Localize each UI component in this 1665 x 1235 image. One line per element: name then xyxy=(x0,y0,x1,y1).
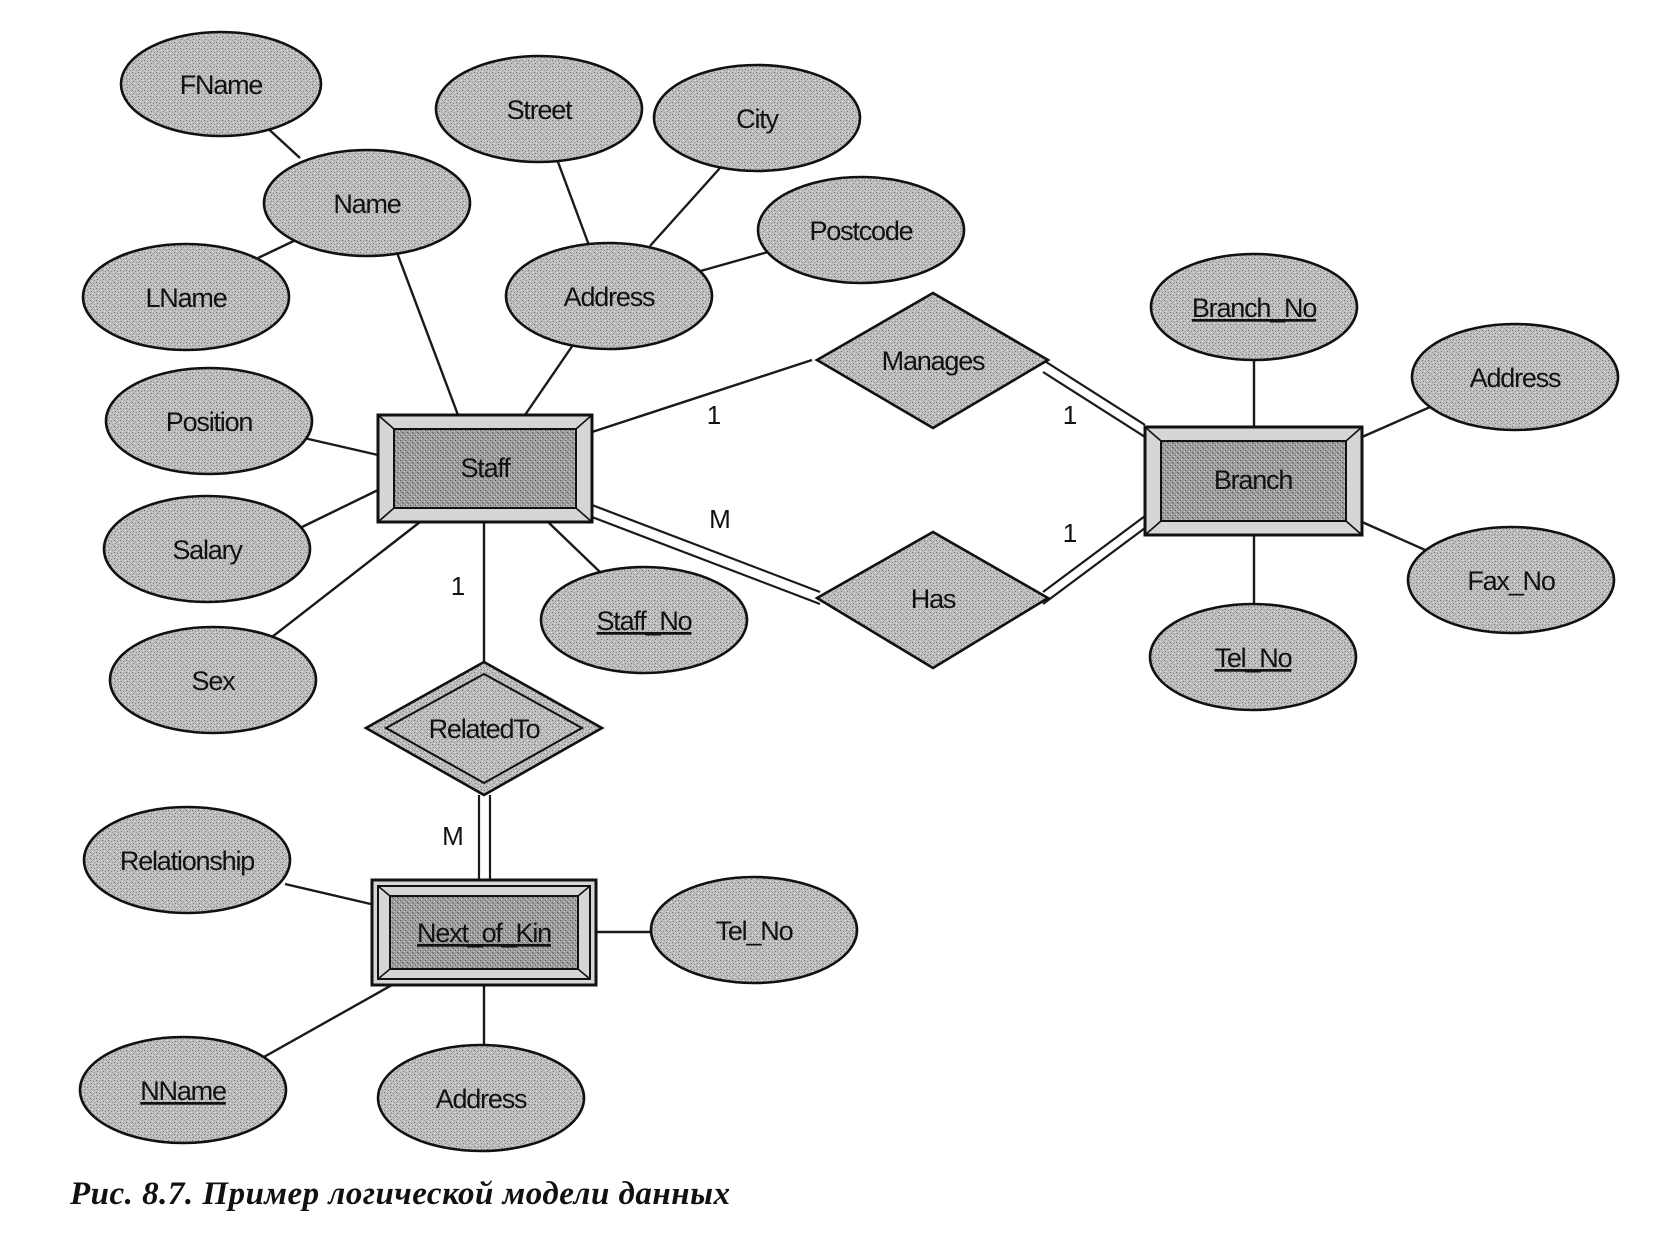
attribute-label: Relationship xyxy=(120,846,254,876)
entity-staff: Staff xyxy=(376,413,594,524)
attribute-label: Postcode xyxy=(810,216,913,246)
attribute-branch-tel-no: Tel_No xyxy=(1148,602,1358,712)
line-staff-has-b xyxy=(591,515,821,606)
attribute-label: Sex xyxy=(192,666,237,696)
entity-branch: Branch xyxy=(1143,425,1364,537)
attribute-label: Position xyxy=(166,407,253,437)
line-has-branch-b xyxy=(1042,527,1146,605)
entity-label: Staff xyxy=(460,453,511,483)
cardinality-related-staff: 1 xyxy=(451,571,465,601)
attribute-label: Address xyxy=(436,1084,527,1114)
attribute-name: Name xyxy=(262,148,472,258)
line-manages-branch-b xyxy=(1042,371,1146,438)
line-manages-branch-a xyxy=(1042,359,1146,426)
entity-label: Branch xyxy=(1214,465,1293,495)
relationships: Manages Has RelatedTo xyxy=(363,291,1051,797)
attribute-label: Fax_No xyxy=(1467,566,1555,596)
attribute-fax-no: Fax_No xyxy=(1406,525,1616,635)
cardinalities: 1 1 M 1 1 M xyxy=(442,400,1077,851)
entities: Staff Branch Next_of_Kin xyxy=(370,413,1364,987)
attribute-lname: LName xyxy=(81,242,291,352)
attribute-postcode: Postcode xyxy=(756,175,966,285)
relationship-related-to: RelatedTo xyxy=(363,660,605,797)
connectors xyxy=(254,122,1438,1064)
cardinality-manages-staff: 1 xyxy=(707,400,721,430)
attributes: FName Name LName Street City Postcode Ad… xyxy=(78,30,1620,1153)
line-kin-relationship xyxy=(284,882,376,907)
cardinality-manages-branch: 1 xyxy=(1063,400,1077,430)
line-staff-address xyxy=(524,341,576,416)
line-address-city xyxy=(649,167,721,247)
attribute-branch-no: Branch_No xyxy=(1149,252,1359,362)
attribute-position: Position xyxy=(104,366,314,476)
line-staff-manages xyxy=(591,358,813,434)
attribute-label: Name xyxy=(333,189,400,219)
attribute-label: Branch_No xyxy=(1192,293,1316,323)
attribute-label: Tel_No xyxy=(1215,643,1292,673)
attribute-staff-no: Staff_No xyxy=(539,565,749,675)
cardinality-has-staff: M xyxy=(709,504,731,534)
attribute-nname: NName xyxy=(78,1035,288,1145)
attribute-kin-tel-no: Tel_No xyxy=(649,875,859,985)
line-address-street xyxy=(556,161,592,249)
relationship-manages: Manages xyxy=(814,291,1051,430)
attribute-label: FName xyxy=(180,70,263,100)
line-staff-sex xyxy=(271,521,421,638)
cardinality-related-kin: M xyxy=(442,821,464,851)
line-staff-name xyxy=(391,241,460,416)
line-kin-nname xyxy=(254,983,393,1064)
attribute-label: Salary xyxy=(172,535,243,565)
attribute-label: Staff_No xyxy=(597,606,692,636)
attribute-salary: Salary xyxy=(102,494,312,604)
line-staff-has-a xyxy=(591,503,821,594)
attribute-fname: FName xyxy=(119,30,323,138)
line-staff-position xyxy=(303,436,379,457)
relationship-has: Has xyxy=(814,530,1051,670)
relationship-label: Has xyxy=(911,584,956,614)
relationship-label: RelatedTo xyxy=(429,714,540,744)
entity-next-of-kin: Next_of_Kin xyxy=(370,878,598,987)
attribute-city: City xyxy=(652,63,862,173)
attribute-street: Street xyxy=(434,54,644,164)
attribute-label: NName xyxy=(140,1076,226,1106)
line-staff-staffno xyxy=(547,521,601,573)
entity-label: Next_of_Kin xyxy=(417,918,551,948)
line-staff-salary xyxy=(299,488,379,530)
line-address-postcode xyxy=(696,250,769,274)
attribute-label: LName xyxy=(145,283,226,313)
line-branch-address xyxy=(1361,402,1438,439)
attribute-relationship: Relationship xyxy=(82,805,292,915)
attribute-sex: Sex xyxy=(108,625,318,735)
line-branch-faxno xyxy=(1361,520,1433,555)
attribute-label: Tel_No xyxy=(716,916,793,946)
attribute-kin-address: Address xyxy=(376,1043,586,1153)
attribute-label: Address xyxy=(564,282,655,312)
relationship-label: Manages xyxy=(882,346,985,376)
attribute-label: Address xyxy=(1470,363,1561,393)
attribute-label: Street xyxy=(507,95,574,125)
figure-caption: Рис. 8.7. Пример логической модели данны… xyxy=(70,1176,731,1212)
line-has-branch-a xyxy=(1042,515,1146,593)
attribute-branch-address: Address xyxy=(1410,322,1620,432)
attribute-label: City xyxy=(736,104,779,134)
attribute-staff-address: Address xyxy=(504,241,714,351)
cardinality-has-branch: 1 xyxy=(1063,518,1077,548)
